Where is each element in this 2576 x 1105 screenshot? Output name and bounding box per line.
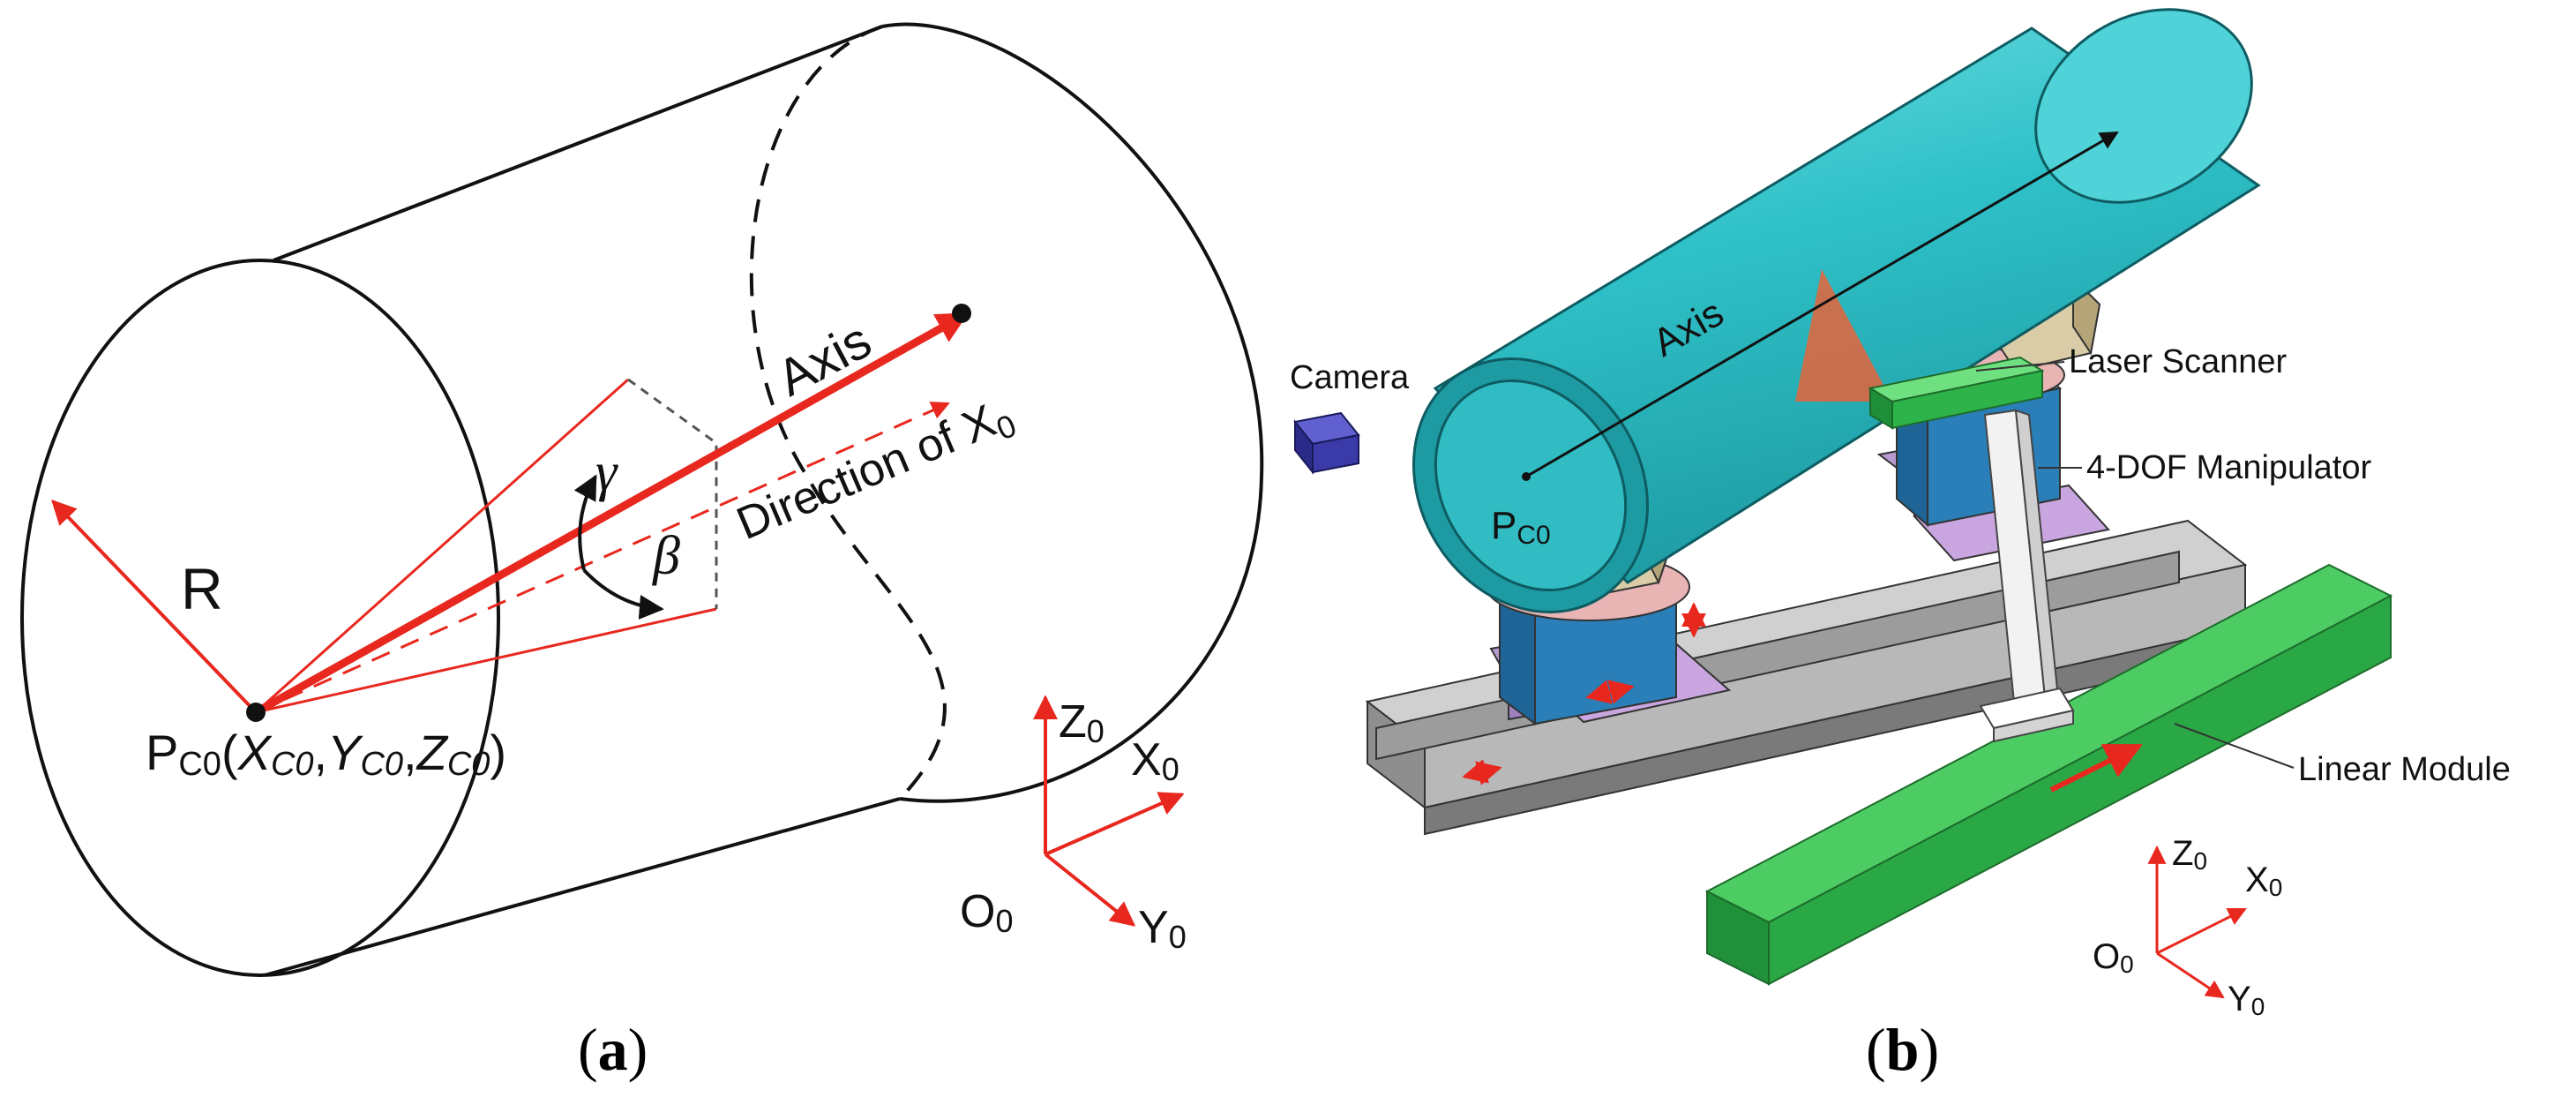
linear-module-motion-arrow xyxy=(2049,743,2143,793)
frame-a-x-label: X0 xyxy=(1131,734,1179,787)
frame-b-o-label: O0 xyxy=(2093,937,2134,978)
angle-construction xyxy=(255,378,950,714)
frame-a-y-label: Y0 xyxy=(1138,902,1187,955)
pipe xyxy=(1412,8,2261,613)
linear-module-label: Linear Module xyxy=(2298,751,2511,788)
linear-module xyxy=(1704,563,2393,986)
radius-label: R xyxy=(181,556,223,621)
caption-b: (b) xyxy=(1866,1016,1940,1083)
manipulator-label: 4-DOF Manipulator xyxy=(2086,449,2371,486)
frame-b-y-label: Y0 xyxy=(2228,980,2265,1020)
center-point-label: PC0(XC0,YC0,ZC0) xyxy=(146,725,506,783)
cylinder-outline xyxy=(20,22,1264,977)
center-point xyxy=(246,703,266,722)
gamma-arc xyxy=(573,474,597,571)
panel-b: Camera Axis PC0 Laser Scanner 4-DOF Mani… xyxy=(1290,8,2511,1020)
frame-b-x-label: X0 xyxy=(2245,861,2282,901)
camera-icon xyxy=(1293,411,1360,475)
leader-lines xyxy=(1975,361,2295,769)
axis-arrow xyxy=(253,311,970,716)
gantry-post xyxy=(1979,409,2075,743)
camera-label: Camera xyxy=(1290,359,1410,396)
frame-a-z-label: Z0 xyxy=(1059,696,1105,749)
laser-scanner-label: Laser Scanner xyxy=(2069,343,2287,380)
coordinate-frame-a: Z0 X0 O0 Y0 xyxy=(960,695,1187,955)
panel-a: R Axis Direction of X0 γ β PC0(XC0,YC0,Z… xyxy=(20,22,1264,977)
radius-arrow xyxy=(51,499,258,714)
beta-label: β xyxy=(652,526,680,586)
coordinate-frame-b: Z0 X0 O0 Y0 xyxy=(2093,834,2282,1020)
direction-label: Direction of X0 xyxy=(730,388,1022,555)
caption-a: (a) xyxy=(578,1016,648,1083)
laser-fan xyxy=(1795,269,1892,402)
pipe-center-label: PC0 xyxy=(1491,504,1551,550)
pipe-axis-arrow xyxy=(1525,131,2119,478)
gamma-label: γ xyxy=(595,442,618,502)
axis-endpoint xyxy=(952,304,971,323)
pipe-center-point xyxy=(1522,472,1531,481)
beta-arc xyxy=(582,568,664,620)
frame-b-z-label: Z0 xyxy=(2172,834,2207,875)
frame-a-o-label: O0 xyxy=(960,886,1013,939)
